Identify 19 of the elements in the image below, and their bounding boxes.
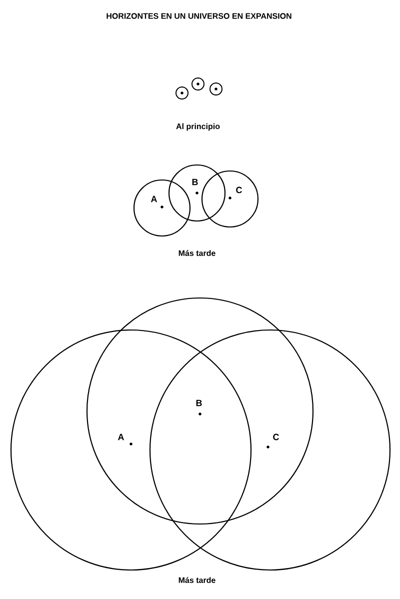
- horizon-circle: [86, 297, 314, 525]
- horizon-circle: [201, 170, 259, 228]
- caption: Al principio: [176, 123, 220, 131]
- point-letter: B: [196, 400, 202, 406]
- caption: Más tarde: [178, 577, 216, 583]
- point-letter: C: [273, 434, 279, 440]
- point-letter: C: [236, 186, 242, 194]
- point-letter: B: [192, 178, 198, 186]
- horizon-circle: [149, 329, 391, 571]
- point-letter: A: [118, 434, 124, 440]
- horizon-circle: [192, 78, 204, 90]
- horizon-circle: [176, 86, 188, 100]
- title: HORIZONTES EN UN UNIVERSO EN EXPANSION: [106, 13, 292, 19]
- caption: Más tarde: [178, 250, 216, 256]
- horizon-circle: [210, 82, 222, 96]
- horizon-circle: [133, 179, 191, 237]
- point-letter: A: [150, 196, 157, 202]
- horizon-circle: [10, 329, 252, 571]
- horizon-circle: [168, 164, 226, 222]
